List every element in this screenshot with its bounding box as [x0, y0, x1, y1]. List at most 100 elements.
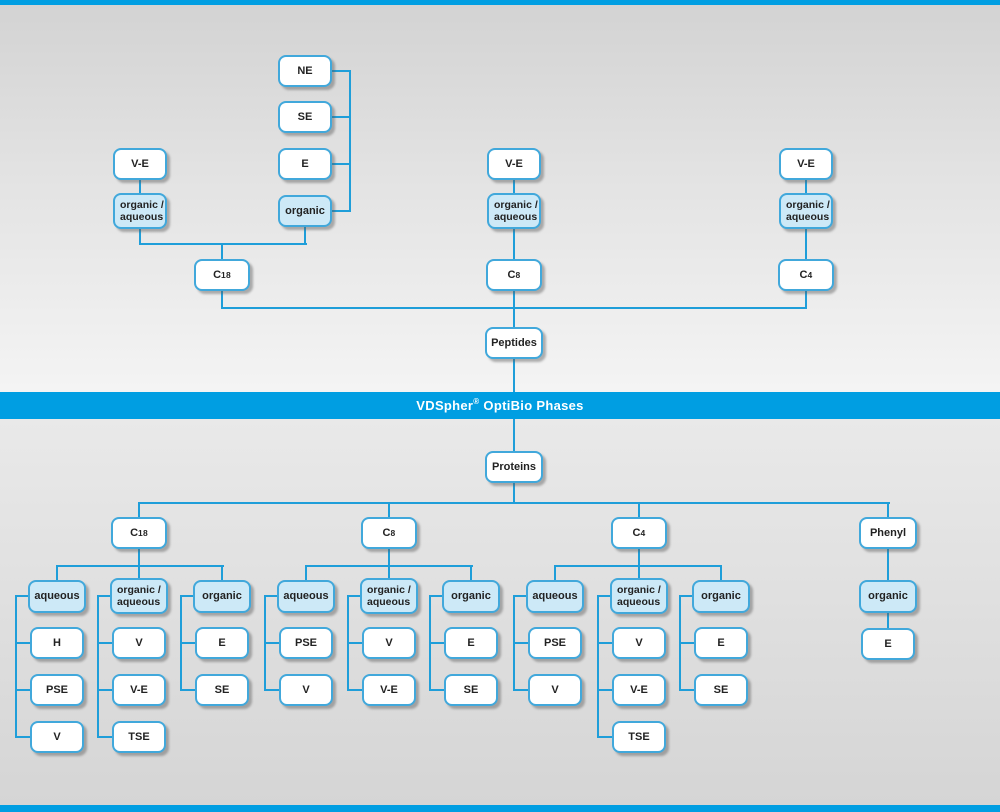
connector-line	[304, 211, 306, 245]
connector-line	[330, 210, 351, 212]
top-accent-bar	[0, 0, 1000, 5]
node-se: SE	[278, 101, 332, 133]
connector-line	[638, 533, 640, 567]
banner-title: VDSpher® OptiBio Phases	[416, 396, 584, 413]
connector-line	[180, 689, 196, 691]
connector-line	[347, 689, 363, 691]
node-org-c4: organic	[692, 579, 750, 613]
connector-line	[180, 595, 196, 597]
connector-line	[513, 595, 529, 597]
node-orgaq-c8: organic / aqueous	[360, 578, 418, 614]
title-banner: VDSpher® OptiBio Phases	[0, 392, 1000, 419]
connector-line	[349, 70, 351, 212]
connector-line	[15, 595, 17, 738]
connector-line	[513, 642, 529, 644]
connector-line	[15, 736, 31, 738]
node-aq-c8: aqueous	[277, 579, 335, 613]
node-v-c18-aq: V	[30, 721, 84, 753]
connector-line	[429, 595, 445, 597]
connector-line	[264, 689, 280, 691]
background-bottom-gradient	[0, 419, 1000, 805]
node-e-phenyl: E	[861, 628, 915, 660]
connector-line	[597, 595, 599, 738]
connector-line	[180, 642, 196, 644]
connector-line	[597, 689, 613, 691]
node-tse-c4: TSE	[612, 721, 666, 753]
connector-line	[388, 533, 390, 567]
connector-line	[597, 595, 613, 597]
node-orgaq-c8-pep: organic / aqueous	[487, 193, 541, 229]
node-aq-c18: aqueous	[28, 579, 86, 613]
node-phenyl: Phenyl	[859, 517, 917, 549]
node-se-c4: SE	[694, 674, 748, 706]
bottom-accent-bar	[0, 805, 1000, 812]
node-se-c8: SE	[444, 674, 498, 706]
connector-line	[221, 275, 223, 309]
node-e-c8: E	[444, 627, 498, 659]
connector-line	[138, 502, 890, 504]
connector-line	[330, 163, 351, 165]
connector-line	[887, 596, 889, 645]
connector-line	[679, 642, 695, 644]
connector-line	[347, 595, 363, 597]
connector-line	[513, 689, 529, 691]
connector-line	[429, 689, 445, 691]
node-organic-pep: organic	[278, 195, 332, 227]
node-ve-c8-pep: V-E	[487, 148, 541, 180]
node-orgaq-c4-pep: organic / aqueous	[779, 193, 833, 229]
node-orgaq-c18-pep: organic / aqueous	[113, 193, 167, 229]
connector-line	[138, 533, 140, 567]
connector-line	[347, 642, 363, 644]
connector-line	[97, 595, 113, 597]
connector-line	[887, 533, 889, 597]
node-ve-c4-pep: V-E	[779, 148, 833, 180]
node-ve-c8-oa: V-E	[362, 674, 416, 706]
connector-line	[805, 275, 807, 308]
node-pse-c8: PSE	[279, 627, 333, 659]
connector-line	[597, 736, 613, 738]
connector-line	[264, 642, 280, 644]
node-v-c8-oa: V	[362, 627, 416, 659]
connector-line	[679, 689, 695, 691]
connector-line	[97, 736, 113, 738]
connector-line	[679, 595, 695, 597]
connector-line	[597, 642, 613, 644]
node-org-c18: organic	[193, 579, 251, 613]
node-org-phenyl: organic	[859, 579, 917, 613]
connector-line	[330, 116, 351, 118]
node-aq-c4: aqueous	[526, 579, 584, 613]
connector-line	[264, 595, 280, 597]
connector-line	[15, 689, 31, 691]
connector-line	[97, 595, 99, 738]
node-v-c4-oa: V	[612, 627, 666, 659]
node-org-c8: organic	[442, 579, 500, 613]
connector-line	[330, 70, 351, 72]
node-e-c18: E	[195, 627, 249, 659]
node-v-c4-aq: V	[528, 674, 582, 706]
node-e-c4: E	[694, 627, 748, 659]
node-orgaq-c4: organic / aqueous	[610, 578, 668, 614]
node-ve-c4-oa: V-E	[612, 674, 666, 706]
connector-line	[805, 164, 807, 309]
connector-line	[15, 595, 31, 597]
node-v-c8-aq: V	[279, 674, 333, 706]
connector-line	[139, 243, 307, 245]
connector-line	[513, 164, 515, 309]
node-v-c18-oa: V	[112, 627, 166, 659]
node-orgaq-c18: organic / aqueous	[110, 578, 168, 614]
node-e-top: E	[278, 148, 332, 180]
node-pse-c4: PSE	[528, 627, 582, 659]
node-h-c18: H	[30, 627, 84, 659]
node-se-c18: SE	[195, 674, 249, 706]
connector-line	[429, 642, 445, 644]
connector-line	[97, 642, 113, 644]
node-ve-c18-pep: V-E	[113, 148, 167, 180]
node-peptides: Peptides	[485, 327, 543, 359]
